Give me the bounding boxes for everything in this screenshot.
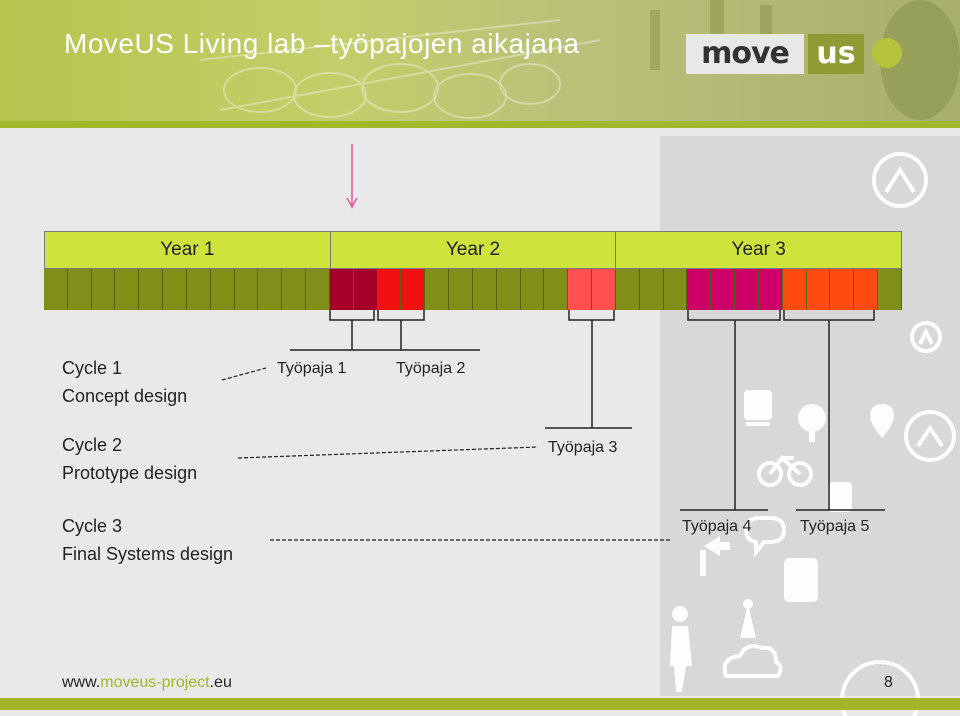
year-1-label: Year 1: [45, 232, 331, 268]
month-cell: [353, 269, 378, 310]
header-accent-bar: [0, 121, 960, 128]
month-cell: [67, 269, 92, 310]
month-cell: [496, 269, 521, 310]
footer-url[interactable]: www.moveus-project.eu: [62, 674, 232, 692]
month-cell: [544, 269, 569, 310]
month-cell: [472, 269, 497, 310]
chat-icon: [743, 516, 787, 558]
month-cell: [44, 269, 68, 310]
month-cell: [758, 269, 783, 310]
cycle-1-label: Cycle 1 Concept design: [62, 354, 187, 410]
month-cell: [592, 269, 616, 310]
year-3-label: Year 3: [616, 232, 902, 268]
month-cell: [615, 269, 640, 310]
logo-move-text: move: [686, 34, 804, 74]
month-cell: [186, 269, 211, 310]
month-cell: [687, 269, 712, 310]
tree-icon: [798, 404, 826, 442]
directions-icon: [700, 536, 730, 576]
logo-us-text: us: [808, 34, 864, 74]
month-cell: [282, 269, 307, 310]
month-cell: [425, 269, 450, 310]
page-number: 8: [884, 674, 893, 691]
month-cell: [639, 269, 664, 310]
antenna-icon: [740, 599, 756, 638]
month-cell: [210, 269, 235, 310]
cycle-3-title: Cycle 3: [62, 516, 123, 536]
month-cell: [139, 269, 164, 310]
month-cell: [568, 269, 593, 310]
workshop-1-label: Työpaja 1: [277, 360, 347, 377]
pedestrian-icon: [670, 606, 692, 692]
url-prefix: www.: [62, 674, 101, 691]
month-cell: [854, 269, 878, 310]
footer-accent-bar: [0, 698, 960, 710]
cycle-2-description: Prototype design: [62, 463, 198, 483]
workshop-2-label: Työpaja 2: [396, 360, 466, 377]
month-cell: [806, 269, 831, 310]
month-row: [44, 269, 902, 310]
month-cell: [329, 269, 354, 310]
cycle-3-description: Final Systems design: [62, 544, 234, 564]
month-cell: [91, 269, 116, 310]
url-suffix: .eu: [209, 674, 232, 691]
arrow-circle-icon: [872, 152, 928, 208]
month-cell: [520, 269, 545, 310]
arrow-circle-icon: [910, 321, 942, 353]
month-cell: [711, 269, 736, 310]
header-banner: MoveUS Living lab –työpajojen aikajana m…: [0, 0, 960, 128]
bus-icon: [784, 558, 818, 602]
timeline: Year 1 Year 2 Year 3: [44, 231, 902, 310]
cycle-1-description: Concept design: [62, 386, 188, 406]
workshop-3-label: Työpaja 3: [548, 439, 618, 456]
slide-title: MoveUS Living lab –työpajojen aikajana: [64, 28, 580, 59]
month-cell: [663, 269, 688, 310]
cycle-3-label: Cycle 3 Final Systems design: [62, 512, 233, 568]
url-highlight: moveus-project: [100, 674, 210, 691]
month-cell: [449, 269, 473, 310]
cloud-icon: [722, 644, 783, 678]
workshop-5-label: Työpaja 5: [800, 518, 870, 535]
month-cell: [258, 269, 283, 310]
month-cell: [306, 269, 330, 310]
month-cell: [782, 269, 807, 310]
workshop-4-label: Työpaja 4: [682, 518, 752, 535]
cycle-2-label: Cycle 2 Prototype design: [62, 431, 197, 487]
arrow-circle-icon: [904, 410, 956, 462]
month-cell: [163, 269, 187, 310]
year-row: Year 1 Year 2 Year 3: [44, 231, 902, 269]
year-2-label: Year 2: [330, 232, 617, 268]
month-cell: [735, 269, 759, 310]
cycle-1-title: Cycle 1: [62, 358, 123, 378]
month-cell: [830, 269, 855, 310]
month-cell: [377, 269, 402, 310]
month-cell: [234, 269, 259, 310]
month-cell: [401, 269, 426, 310]
bicycle-icon: [757, 455, 813, 487]
train-icon: [744, 390, 772, 426]
month-cell: [115, 269, 140, 310]
location-pin-icon: [870, 404, 894, 438]
moveus-logo: move us: [686, 34, 912, 76]
month-cell: [877, 269, 902, 310]
logo-dot-icon: [872, 38, 902, 68]
cycle-2-title: Cycle 2: [62, 435, 123, 455]
scooter-icon: [828, 482, 852, 512]
